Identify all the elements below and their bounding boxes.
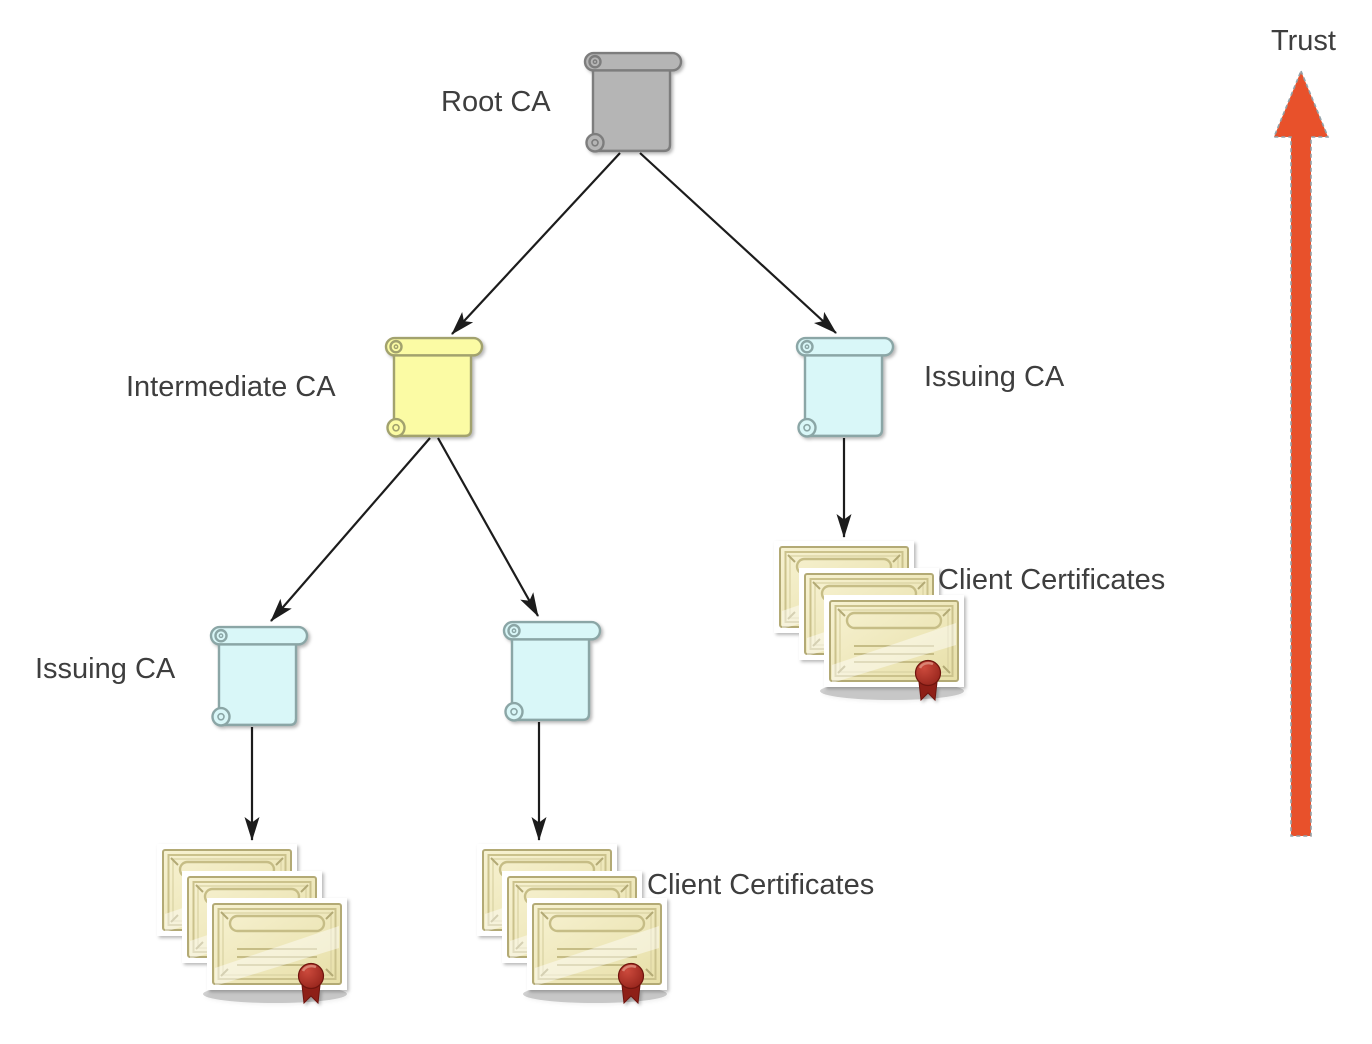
- intermediate-ca-label: Intermediate CA: [126, 371, 336, 403]
- issuing-ca-left-scroll-icon: [209, 625, 309, 727]
- issuing-ca-right-node: [795, 335, 895, 441]
- client-certificates-bottom-label: Client Certificates: [647, 869, 875, 901]
- client-certificates-bottom-node: [477, 844, 667, 1010]
- edge-root-to-intermediate: [451, 152, 621, 335]
- issuing-ca-right-label: Issuing CA: [924, 361, 1065, 393]
- trust-label: Trust: [1271, 25, 1336, 57]
- root-ca-label: Root CA: [441, 86, 551, 118]
- certificate-stack-icon: [477, 844, 667, 1010]
- client-certificates-left-node: [157, 844, 347, 1010]
- client-certificates-right-label: Client Certificates: [938, 564, 1166, 596]
- intermediate-ca-scroll-icon: [384, 336, 484, 438]
- intermediate-ca-node: [384, 335, 484, 441]
- edge-root-to-issuing-right: [639, 152, 837, 334]
- certificate-stack-icon: [774, 541, 964, 707]
- issuing-ca-left-node: [209, 624, 309, 730]
- edge-intermediate-to-issuing-left: [270, 437, 431, 622]
- issuing-ca-right-scroll-icon: [795, 336, 895, 438]
- root-ca-node: [583, 50, 683, 156]
- root-ca-scroll-icon: [583, 51, 683, 153]
- client-certificates-right-node: [774, 541, 964, 707]
- trust-arrow-icon: [1272, 68, 1330, 837]
- issuing-ca-middle-scroll-icon: [502, 620, 602, 722]
- issuing-ca-middle-node: [502, 619, 602, 725]
- edge-intermediate-to-issuing-middle: [437, 437, 539, 617]
- issuing-ca-left-label: Issuing CA: [35, 653, 176, 685]
- certificate-stack-icon: [157, 844, 347, 1010]
